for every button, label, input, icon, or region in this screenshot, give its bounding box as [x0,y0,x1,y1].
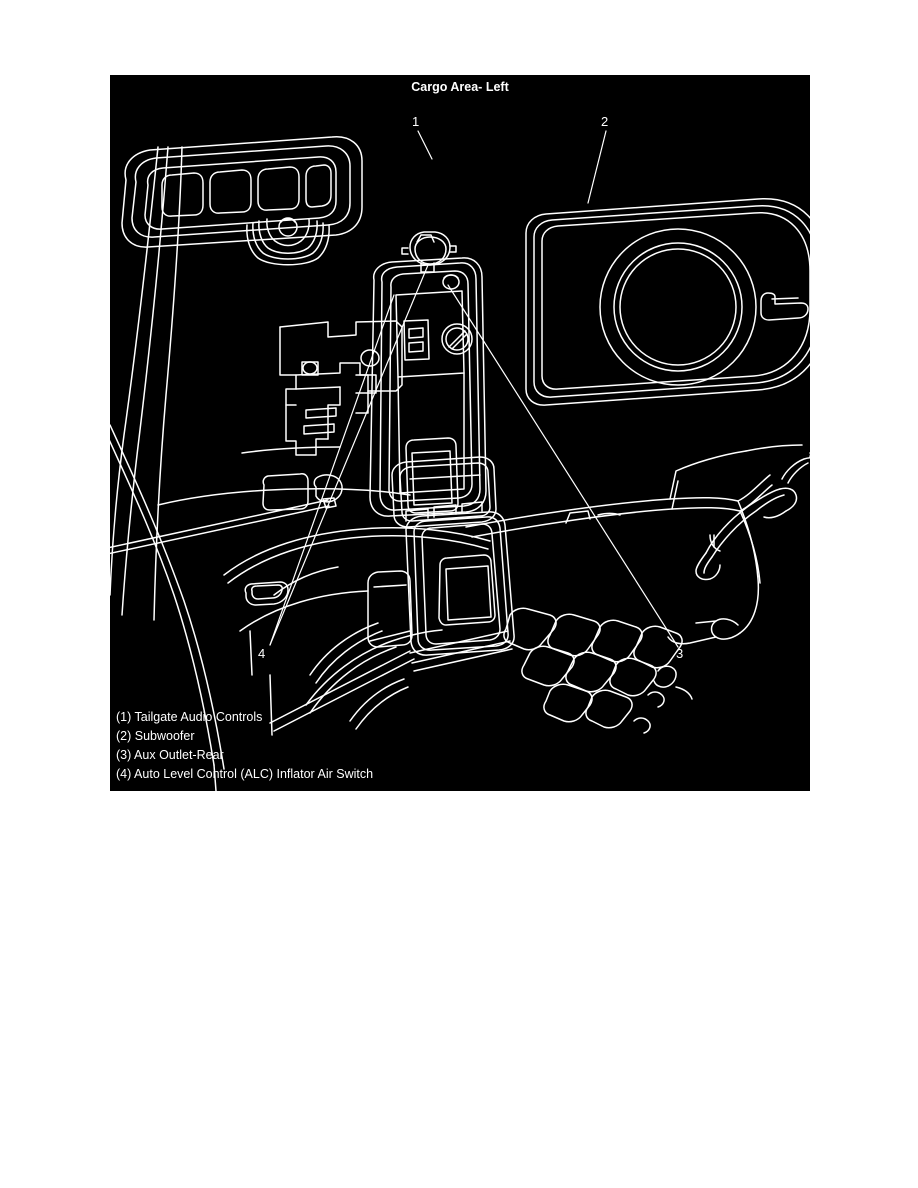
latch-bracket [279,320,403,456]
subwoofer-panel [525,198,810,406]
trim-lower-contour [157,488,491,714]
cargo-floor-right [465,444,803,645]
legend-item-3: (3) Aux Outlet-Rear [116,748,224,762]
floor-panel-lines [269,630,513,732]
wiring-harness-connector [695,452,810,581]
callout-number-3: 3 [676,646,684,661]
callout-number-4: 4 [258,646,266,661]
figure-title: Cargo Area- Left [411,80,509,94]
recessed-handle-left [244,581,289,606]
center-access-panel [369,257,487,517]
cargo-floor-left-edge [241,446,341,676]
alc-inflator-air-switch [401,231,457,273]
cargo-net-lattice [503,607,693,734]
figure-panel: Cargo Area- Left [110,75,810,791]
dome-lamp-speaker [246,217,330,266]
pillar-trim-lines [110,146,225,770]
lower-trim-cutouts [262,473,343,511]
callout-number-1: 1 [412,114,420,129]
seat-back-slats [213,566,409,791]
cargo-area-line-drawing [110,130,810,791]
figure-legend: (1) Tailgate Audio Controls (2) Subwoofe… [116,708,796,784]
upper-cargo-tray [391,456,497,528]
legend-item-2: (2) Subwoofer [116,729,195,743]
legend-item-4: (4) Auto Level Control (ALC) Inflator Ai… [116,767,374,781]
lower-left-tray [367,570,413,648]
leader-lines [269,130,679,648]
legend-item-1: (1) Tailgate Audio Controls [116,710,263,724]
tailgate-audio-controls [121,136,363,248]
callout-number-2: 2 [601,114,609,129]
